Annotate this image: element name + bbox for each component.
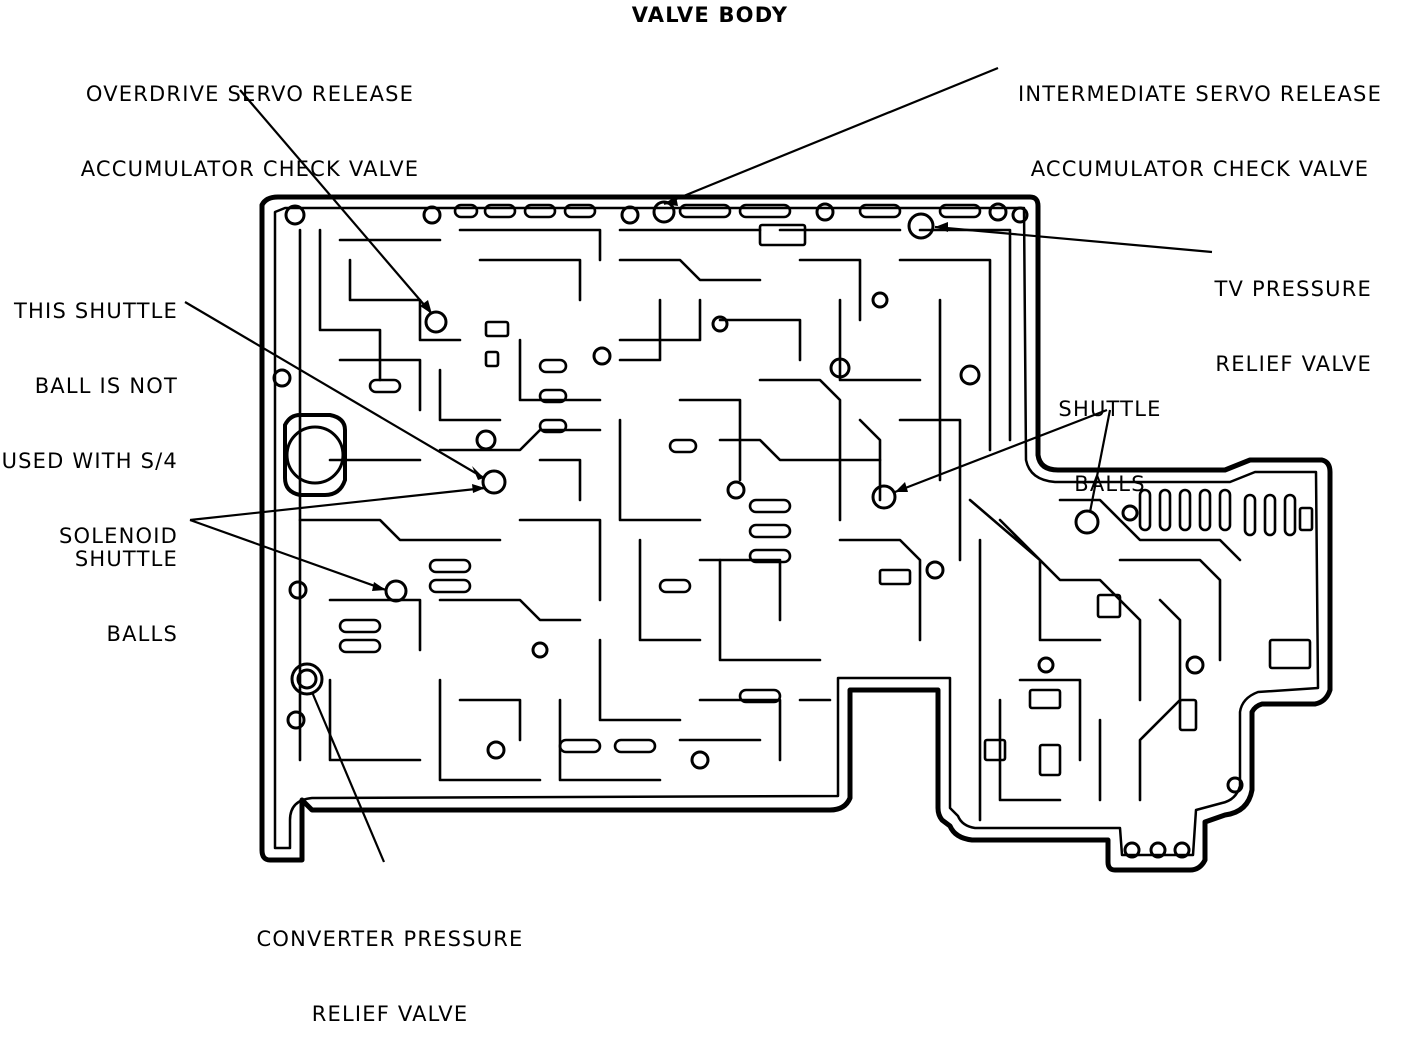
leader-shuttle-left-b bbox=[189, 518, 387, 592]
shuttle-ball-s4 bbox=[481, 469, 507, 495]
leader-converter bbox=[310, 691, 386, 863]
bolt-holes bbox=[272, 202, 1244, 859]
valve-body-outline bbox=[259, 194, 1333, 873]
diagram-title: VALVE BODY bbox=[631, 3, 789, 27]
label-converter-pressure: CONVERTER PRESSURE RELIEF VALVE bbox=[256, 927, 524, 1026]
shuttle-ball-center bbox=[871, 484, 897, 510]
leader-lines bbox=[184, 66, 1213, 863]
shuttle-ball-right bbox=[1074, 509, 1100, 535]
intermediate-check-ball bbox=[652, 200, 676, 224]
leader-overdrive bbox=[239, 89, 433, 315]
label-shuttle-not-used: THIS SHUTTLE BALL IS NOT USED WITH S/4 S… bbox=[1, 299, 178, 548]
label-intermediate-servo: INTERMEDIATE SERVO RELEASE ACCUMULATOR C… bbox=[1017, 82, 1383, 181]
leader-intermediate bbox=[663, 66, 999, 206]
leader-s4 bbox=[184, 301, 485, 479]
label-overdrive-servo: OVERDRIVE SERVO RELEASE ACCUMULATOR CHEC… bbox=[80, 82, 420, 181]
leader-shuttle-right-b bbox=[1088, 409, 1112, 513]
label-shuttle-balls-left: SHUTTLE BALLS bbox=[74, 547, 178, 646]
leader-shuttle-right-a bbox=[894, 408, 1108, 494]
large-bore bbox=[283, 413, 347, 497]
check-balls bbox=[290, 200, 1100, 696]
valve-bores bbox=[338, 203, 1314, 777]
overdrive-check-ball bbox=[424, 310, 448, 334]
label-tv-pressure: TV PRESSURE RELIEF VALVE bbox=[1214, 277, 1372, 376]
leader-tv bbox=[934, 225, 1213, 254]
converter-relief-ball bbox=[290, 662, 324, 696]
valve-body-inner-outline bbox=[273, 206, 1320, 857]
valve-body-diagram bbox=[184, 66, 1333, 873]
leader-arrowheads bbox=[372, 196, 948, 591]
tv-relief-ball bbox=[907, 212, 935, 240]
label-shuttle-balls-right: SHUTTLE BALLS bbox=[1058, 397, 1162, 496]
leader-shuttle-left-a bbox=[189, 486, 486, 522]
shuttle-ball-left bbox=[384, 579, 408, 603]
